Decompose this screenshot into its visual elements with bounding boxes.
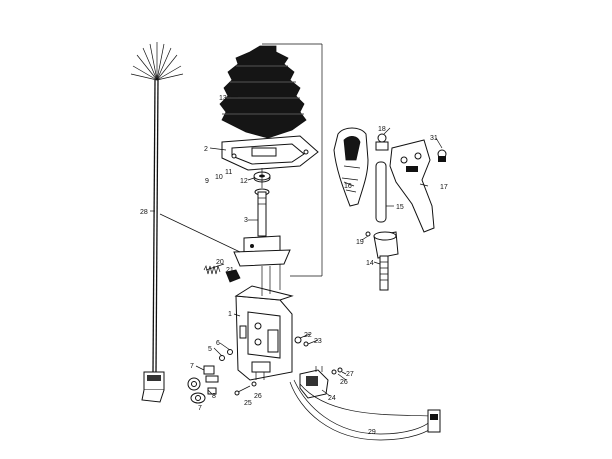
label-18: 18 — [378, 126, 386, 133]
label-7b: 7 — [198, 405, 202, 412]
label-9: 9 — [205, 178, 209, 185]
label-17: 17 — [440, 184, 448, 191]
label-15: 15 — [396, 204, 404, 211]
label-29: 29 — [368, 429, 376, 436]
part-18-insert — [375, 133, 389, 151]
part-16-grip-half — [333, 127, 369, 207]
label-12: 12 — [240, 178, 248, 185]
label-13: 13 — [219, 95, 227, 102]
part-31-button — [437, 149, 447, 162]
part-21-plug — [225, 269, 241, 283]
label-2: 2 — [204, 146, 208, 153]
label-23: 23 — [314, 338, 322, 345]
lever-bracket — [233, 235, 291, 267]
label-25: 25 — [244, 400, 252, 407]
part-14-pivot-shaft — [373, 231, 399, 291]
small-hardware-left — [187, 349, 233, 404]
label-3: 3 — [244, 217, 248, 224]
part-29-cable-loop — [289, 379, 441, 441]
label-5: 5 — [208, 346, 212, 353]
label-27: 27 — [346, 371, 354, 378]
label-7a: 7 — [190, 363, 194, 370]
label-11: 11 — [225, 169, 232, 176]
label-14: 14 — [366, 260, 374, 267]
part-20-spring — [203, 264, 221, 275]
assembly-lines — [159, 43, 323, 296]
label-26b: 26 — [340, 379, 348, 386]
label-28: 28 — [140, 209, 148, 216]
label-10: 10 — [215, 174, 223, 181]
label-26a: 26 — [254, 393, 262, 400]
leader-lines — [150, 96, 443, 397]
label-19: 19 — [356, 239, 364, 246]
part-labels: 13 2 9 10 11 12 3 28 18 31 16 17 15 19 1… — [140, 95, 448, 436]
label-8: 8 — [212, 393, 216, 400]
part-3-shaft — [254, 188, 270, 237]
label-20: 20 — [216, 259, 224, 266]
part-17-grip-half — [389, 139, 435, 233]
label-31: 31 — [430, 135, 438, 142]
label-1: 1 — [228, 311, 232, 318]
part-2-mounting-plate — [221, 135, 319, 171]
label-21: 21 — [226, 267, 234, 274]
screws-25-26 — [234, 381, 257, 396]
label-22: 22 — [304, 332, 312, 339]
part-15-rod — [375, 161, 387, 223]
part-19-screw — [365, 231, 371, 237]
label-24: 24 — [328, 395, 336, 402]
part-28-antenna-cable — [130, 42, 184, 403]
label-6: 6 — [216, 340, 220, 347]
label-16: 16 — [344, 183, 352, 190]
part-1-switch-housing — [234, 285, 294, 381]
part-13-rubber-boot — [219, 45, 307, 139]
part-24-connector — [299, 366, 343, 399]
